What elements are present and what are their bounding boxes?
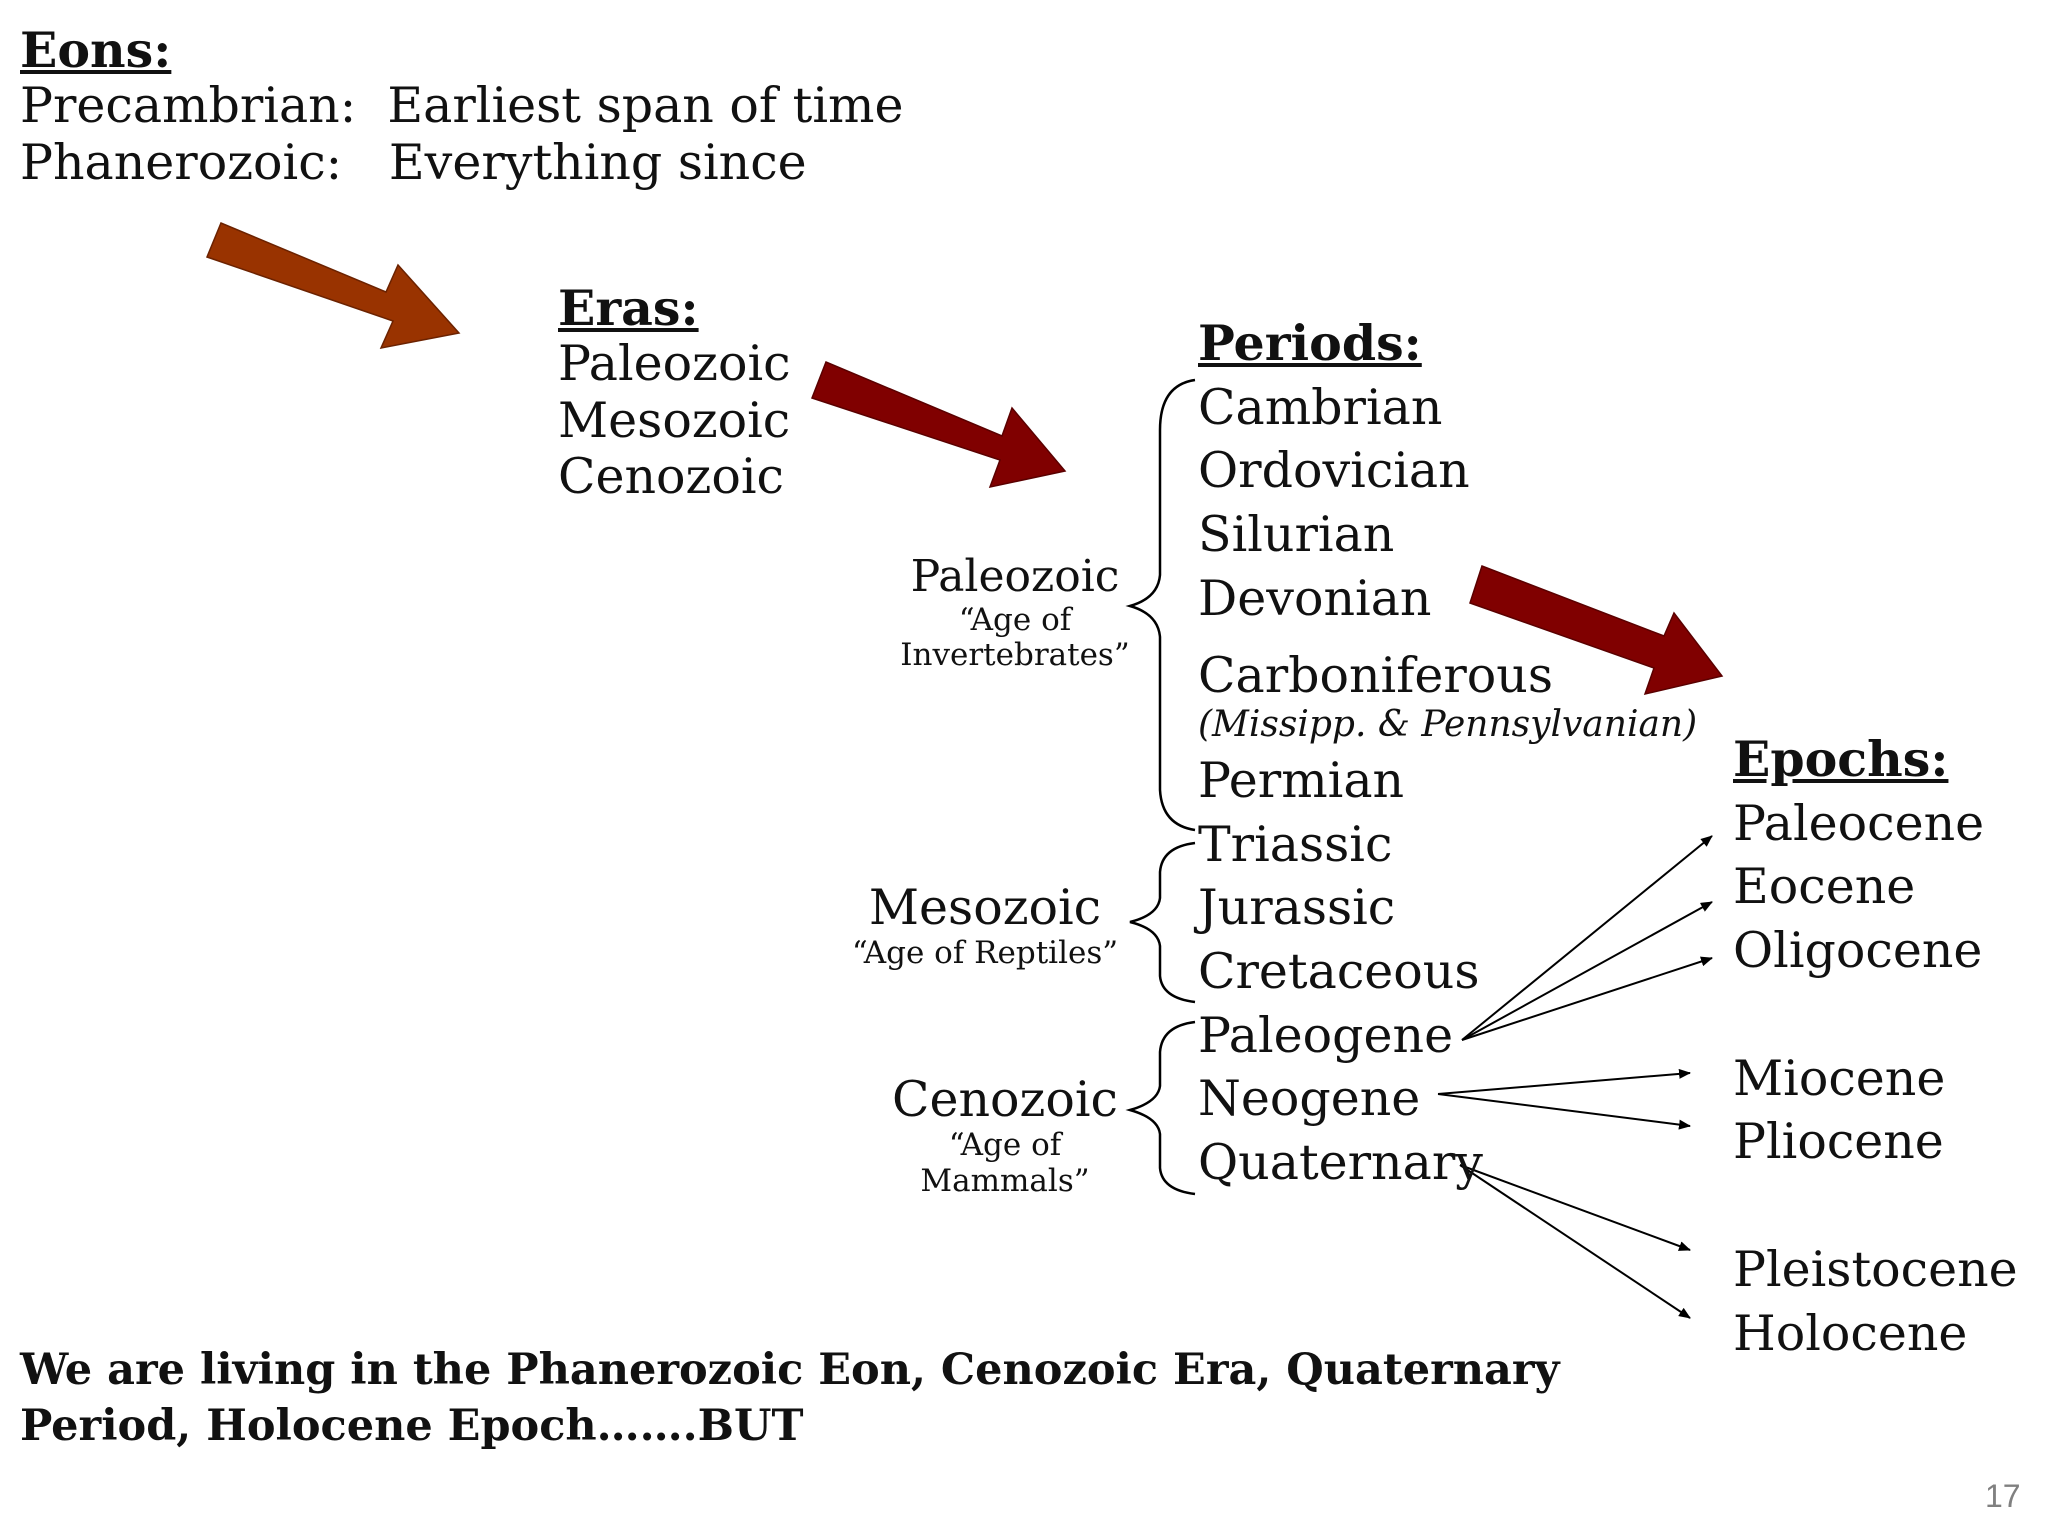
- period-item: Neogene: [1198, 1070, 1421, 1128]
- period-item: Carboniferous: [1198, 647, 1553, 705]
- period-item: Triassic: [1198, 815, 1393, 873]
- era-group-subtitle: Mammals”: [920, 1162, 1090, 1199]
- period-item: Devonian: [1198, 569, 1432, 627]
- era-group-paleozoic: Paleozoic “Age of Invertebrates”: [900, 551, 1130, 674]
- epochs-heading: Epochs:: [1733, 730, 1949, 788]
- eons-heading: Eons:: [20, 21, 172, 79]
- era-item: Mesozoic: [558, 391, 791, 449]
- arrow-periods-to-epochs: [1469, 565, 1724, 696]
- arrow-eons-to-eras: [206, 222, 461, 350]
- eras-heading: Eras:: [558, 279, 699, 337]
- period-item: Cambrian: [1198, 378, 1443, 436]
- era-item: Paleozoic: [558, 335, 791, 393]
- period-item: Paleogene: [1198, 1006, 1454, 1064]
- brace-paleozoic: [1125, 378, 1196, 832]
- period-item: Permian: [1198, 751, 1405, 809]
- era-item: Cenozoic: [558, 448, 784, 506]
- period-item: Jurassic: [1198, 879, 1396, 937]
- epoch-item: Holocene: [1733, 1304, 1968, 1362]
- footer-line: Period, Holocene Epoch…….BUT: [20, 1400, 804, 1451]
- period-item: Silurian: [1198, 506, 1395, 564]
- eras-section: Eras: Paleozoic Mesozoic Cenozoic: [558, 280, 791, 505]
- era-group-subtitle: Invertebrates”: [900, 637, 1130, 674]
- page-number: 17: [1985, 1478, 2021, 1514]
- era-group-subtitle: “Age of: [948, 1127, 1062, 1164]
- epoch-item: Oligocene: [1733, 922, 1983, 980]
- connector-quaternary: [1459, 1164, 1691, 1319]
- epoch-item: Eocene: [1733, 858, 1916, 916]
- era-group-name: Paleozoic: [910, 551, 1120, 602]
- era-group-name: Mesozoic: [868, 879, 1102, 936]
- brace-mesozoic: [1129, 841, 1196, 1004]
- footer-statement: We are living in the Phanerozoic Eon, Ce…: [20, 1343, 1560, 1455]
- footer-line: We are living in the Phanerozoic Eon, Ce…: [20, 1345, 1560, 1395]
- period-item: Ordovician: [1198, 442, 1470, 500]
- eon-phanerozoic: Phanerozoic: Everything since: [20, 133, 807, 191]
- epoch-item: Paleocene: [1733, 794, 1985, 852]
- era-group-name: Cenozoic: [892, 1071, 1118, 1128]
- period-item: Cretaceous: [1198, 942, 1480, 1000]
- era-group-subtitle: “Age of: [958, 601, 1072, 638]
- connector-neogene: [1437, 1068, 1691, 1130]
- era-group-mesozoic: Mesozoic “Age of Reptiles”: [840, 879, 1130, 972]
- brace-cenozoic: [1125, 1020, 1196, 1196]
- arrow-eras-to-periods: [811, 361, 1067, 489]
- carboniferous-note: (Missipp. & Pennsylvanian): [1198, 704, 1698, 746]
- epoch-item: Miocene: [1733, 1049, 1946, 1107]
- periods-section: Periods: Cambrian Ordovician Silurian De…: [1198, 312, 1697, 1195]
- epoch-item: Pliocene: [1733, 1113, 1944, 1171]
- periods-heading: Periods:: [1198, 314, 1422, 372]
- era-group-subtitle: “Age of Reptiles”: [851, 935, 1119, 972]
- eon-precambrian: Precambrian: Earliest span of time: [20, 77, 904, 135]
- era-group-cenozoic: Cenozoic “Age of Mammals”: [880, 1071, 1130, 1200]
- epochs-section: Epochs: Paleocene Eocene Oligocene Mioce…: [1733, 728, 2018, 1366]
- connector-paleogene: [1461, 835, 1713, 1041]
- epoch-item: Pleistocene: [1733, 1241, 2018, 1299]
- period-item: Quaternary: [1198, 1134, 1483, 1192]
- eons-section: Eons: Precambrian: Earliest span of time…: [20, 22, 903, 191]
